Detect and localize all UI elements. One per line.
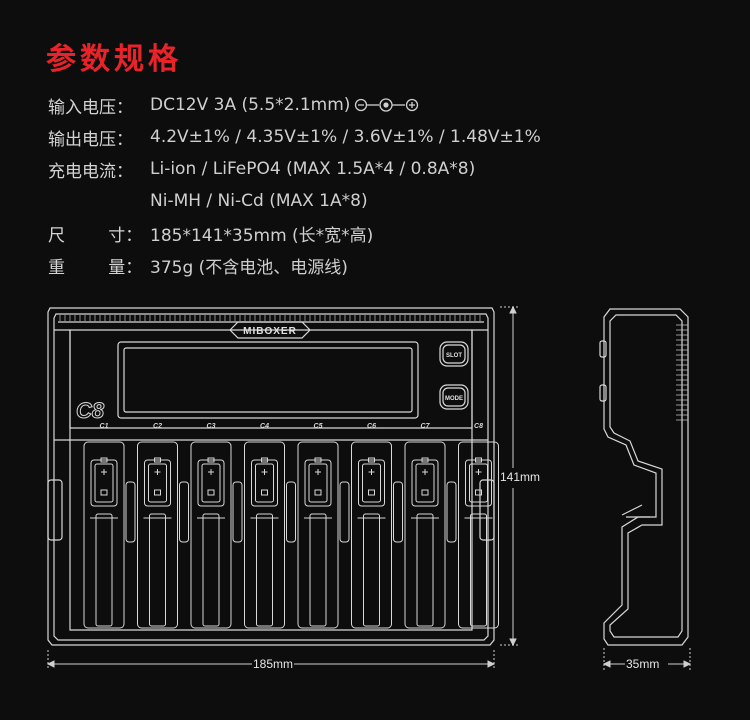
brand-logo: MIBOXER (243, 326, 297, 337)
model-name: C8 (76, 398, 105, 423)
charger-front-view: MIBOXER C8 SLOT MODE C1 C2 C3 C4 C5 C6 C7 C8 (47, 307, 499, 646)
battery-slot (458, 441, 499, 629)
spec-value: DC12V 3A (5.5*2.1mm) (150, 95, 351, 115)
height-dimension-label: 141mm (500, 470, 541, 484)
battery-slot (83, 441, 136, 629)
spec-charge-current: 充电电流： Li-ion / LiFePO4 (MAX 1.5A*4 / 0.8… (48, 154, 475, 184)
channel-label: C8 (474, 423, 483, 430)
spec-value: 375g (不含电池、电源线) (150, 257, 348, 278)
spec-weight: 重 量： 375g (不含电池、电源线) (48, 250, 348, 280)
spec-value: 4.2V±1% / 4.35V±1% / 3.6V±1% / 1.48V±1% (150, 127, 541, 147)
charger-side-view (599, 308, 689, 646)
dc-polarity-icon (355, 98, 419, 112)
channel-label: C4 (260, 423, 269, 430)
spec-label: 重 量： (48, 257, 143, 278)
spec-label: 输入电压： (48, 97, 133, 118)
depth-dimension-label: 35mm (626, 657, 660, 671)
channel-label: C1 (100, 423, 109, 430)
spec-input-voltage: 输入电压： DC12V 3A (5.5*2.1mm) (48, 90, 420, 120)
channel-label: C3 (207, 423, 216, 430)
spec-value: Li-ion / LiFePO4 (MAX 1.5A*4 / 0.8A*8) (150, 159, 476, 179)
battery-slot (351, 441, 403, 629)
spec-label: 尺 寸： (48, 225, 143, 246)
battery-slot (137, 441, 189, 629)
spec-label: 输出电压： (48, 129, 133, 150)
battery-slot (404, 441, 457, 629)
width-dimension-label: 185mm (252, 657, 293, 671)
battery-slot (244, 441, 296, 629)
slot-button: SLOT (446, 353, 462, 359)
channel-label: C6 (367, 423, 376, 430)
battery-slot (297, 441, 350, 629)
mode-button: MODE (445, 396, 463, 402)
spec-label: 充电电流： (48, 161, 133, 182)
spec-value: Ni-MH / Ni-Cd (MAX 1A*8) (150, 191, 368, 211)
battery-slot (190, 441, 243, 629)
channel-label: C7 (421, 423, 431, 430)
spec-charge-current-nimh: Ni-MH / Ni-Cd (MAX 1A*8) (48, 186, 368, 216)
channel-label: C5 (314, 423, 323, 430)
page-title: 参数规格 (46, 42, 182, 77)
spec-value: 185*141*35mm (长*宽*高) (150, 225, 374, 246)
spec-size: 尺 寸： 185*141*35mm (长*宽*高) (48, 218, 373, 248)
spec-output-voltage: 输出电压： 4.2V±1% / 4.35V±1% / 3.6V±1% / 1.4… (48, 122, 541, 152)
channel-label: C2 (153, 423, 162, 430)
